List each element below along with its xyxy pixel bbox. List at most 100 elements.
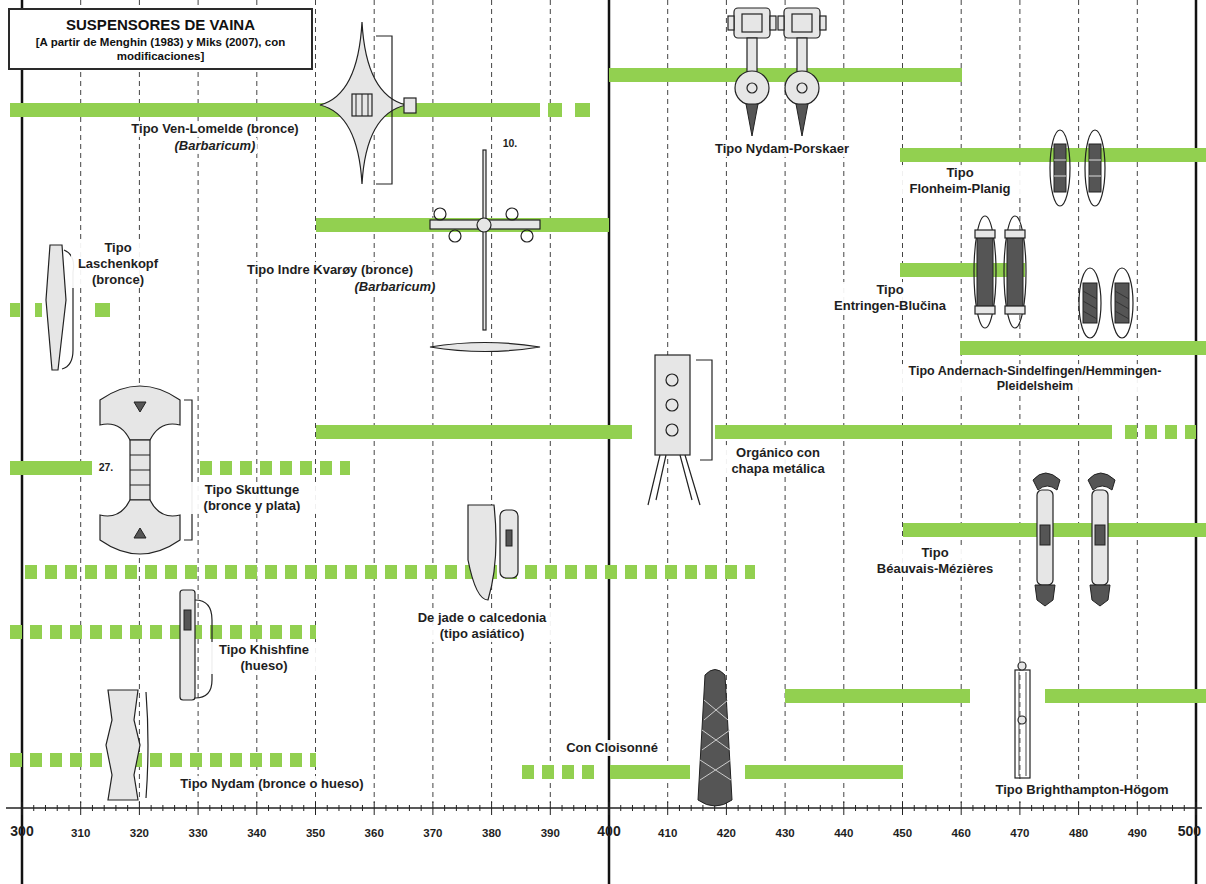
axis-tick: [292, 805, 293, 811]
period-bar: [200, 461, 212, 475]
type-label: (Barbaricum): [353, 279, 438, 295]
grid-line: [432, 0, 433, 803]
period-bar: [150, 625, 162, 639]
axis-tick: [479, 805, 480, 811]
period-bar: [715, 425, 1112, 439]
axis-tick: [620, 805, 621, 811]
period-bar: [110, 625, 122, 639]
grid-line: [726, 0, 727, 803]
axis-tick: [503, 805, 504, 811]
axis-tick: [1196, 802, 1197, 815]
axis-tick: [80, 802, 81, 815]
period-bar: [365, 565, 377, 579]
type-label: Tipo Ven-Lomelde (bronce): [129, 121, 300, 137]
year-label: 390: [539, 826, 562, 840]
axis-tick: [245, 805, 246, 811]
axis-tick: [585, 805, 586, 811]
axis-tick: [796, 805, 797, 811]
period-bar: [10, 103, 540, 117]
axis-tick: [374, 802, 375, 815]
grid-line: [1137, 0, 1138, 803]
axis-tick: [233, 805, 234, 811]
period-bar: [903, 523, 1206, 537]
axis-tick: [773, 805, 774, 811]
period-bar: [325, 565, 337, 579]
axis-tick: [667, 802, 668, 815]
period-bar: [645, 565, 657, 579]
axis-tick: [256, 802, 257, 815]
year-label: 320: [128, 826, 151, 840]
axis-tick: [808, 805, 809, 811]
type-label: Con Cloisonné: [564, 740, 660, 756]
period-bar: [105, 565, 117, 579]
grid-line: [961, 0, 962, 803]
year-label: 380: [480, 826, 503, 840]
year-label: 450: [891, 826, 914, 840]
grid-line: [21, 0, 24, 884]
period-bar: [605, 565, 617, 579]
period-bar: [305, 565, 317, 579]
period-bar: [50, 753, 62, 767]
axis-tick: [303, 805, 304, 811]
year-label: 480: [1067, 826, 1090, 840]
period-bar: [745, 565, 755, 579]
axis-tick: [1149, 805, 1150, 811]
axis-tick: [902, 802, 903, 815]
period-bar: [10, 625, 22, 639]
period-bar: [1145, 425, 1157, 439]
period-bar: [260, 461, 272, 475]
period-bar: [960, 341, 1206, 355]
period-bar: [310, 753, 316, 767]
period-bar: [130, 625, 142, 639]
period-bar: [250, 753, 262, 767]
year-label: 470: [1008, 826, 1031, 840]
callout-number: 10.: [501, 137, 520, 150]
period-bar: [30, 753, 42, 767]
period-bar: [230, 753, 242, 767]
period-bar: [125, 565, 137, 579]
axis-tick: [1102, 805, 1103, 811]
type-label: Tipo Laschenkopf (bronce): [71, 240, 165, 288]
period-bar: [585, 565, 597, 579]
period-bar: [705, 565, 717, 579]
axis-tick: [1031, 805, 1032, 811]
period-bar: [290, 625, 302, 639]
axis-tick: [468, 805, 469, 811]
period-bar: [625, 565, 637, 579]
axis-tick: [526, 805, 527, 811]
axis-tick: [1137, 802, 1138, 815]
axis-tick: [1019, 802, 1020, 815]
grid-line: [785, 0, 786, 803]
period-bar: [265, 565, 277, 579]
period-bar: [50, 625, 62, 639]
period-bar: [548, 103, 562, 117]
period-bar: [90, 753, 102, 767]
period-bar: [225, 565, 237, 579]
axis-tick: [491, 802, 492, 815]
grid-line: [1078, 0, 1079, 803]
type-label: Tipo Brighthampton-Högom: [993, 782, 1170, 798]
axis-tick: [890, 805, 891, 811]
axis-tick: [104, 805, 105, 811]
period-bar: [725, 565, 737, 579]
period-bar: [165, 565, 177, 579]
axis-tick: [691, 805, 692, 811]
period-bar: [210, 753, 222, 767]
type-label: Orgánico con chapa metálica: [716, 445, 840, 477]
axis-tick: [209, 805, 210, 811]
period-bar: [10, 461, 92, 475]
axis-tick: [738, 805, 739, 811]
type-label: Tipo Nydam-Porskaer: [713, 141, 851, 157]
chart-title: SUSPENSORES DE VAINA: [16, 14, 305, 35]
year-label: 490: [1126, 826, 1149, 840]
axis-tick: [397, 805, 398, 811]
type-label: Tipo Béauvais-Mézières: [863, 545, 1007, 577]
axis-tick: [515, 805, 516, 811]
axis-tick: [538, 805, 539, 811]
period-bar: [522, 765, 534, 779]
type-label: Tipo Skuttunge (bronce y plata): [188, 482, 317, 514]
period-bar: [610, 765, 690, 779]
period-bar: [270, 753, 282, 767]
axis-tick: [33, 805, 34, 811]
axis-tick: [280, 805, 281, 811]
